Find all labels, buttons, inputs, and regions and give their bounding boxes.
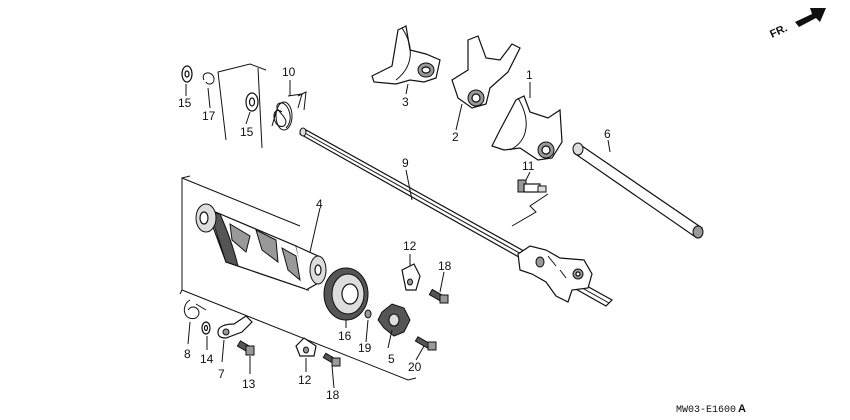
callout-9: 9: [402, 156, 409, 170]
bolt-18-upper: [428, 288, 449, 304]
guide-pin-11: [517, 179, 547, 193]
shift-drum: [195, 203, 327, 291]
front-direction-label: FR.: [768, 22, 789, 40]
diagram-code-suffix: A: [738, 403, 746, 415]
stopper-plate-lower: [295, 337, 317, 357]
stopper-spring-8: [183, 299, 207, 320]
stopper-plate-upper: [401, 263, 421, 291]
callout-8: 8: [184, 347, 191, 361]
shift-fork-2: [451, 35, 521, 109]
fork-shaft-short: [572, 142, 704, 239]
callout-1: 1: [526, 68, 533, 82]
shift-fork-1: [491, 95, 563, 161]
washer-15-upper: [181, 65, 193, 83]
callout-3: 3: [402, 95, 409, 109]
drum-center-5: [377, 303, 411, 337]
callout-2: 2: [452, 130, 459, 144]
pin-19: [364, 309, 372, 319]
bearing-16: [323, 267, 369, 321]
callout-17: 17: [202, 109, 216, 123]
bolt-13: [236, 340, 255, 356]
callout-18-lower: 18: [326, 388, 340, 402]
front-arrow-icon: [795, 8, 826, 27]
callout-12-upper: 12: [403, 239, 417, 253]
callout-10: 10: [282, 65, 296, 79]
callout-11: 11: [522, 159, 535, 173]
callout-16: 16: [338, 329, 352, 343]
shift-arm-plate: [517, 245, 593, 303]
diagram-code: MW03-E1600: [676, 405, 736, 416]
leader-lines: [185, 80, 611, 389]
bolt-20: [414, 336, 437, 351]
callout-15-upper: 15: [178, 96, 192, 110]
callout-5: 5: [388, 352, 395, 366]
callout-20: 20: [408, 360, 422, 374]
bolt-18-lower: [322, 352, 341, 367]
washer-14: [201, 321, 211, 335]
callout-18-upper: 18: [438, 259, 452, 273]
callout-13: 13: [242, 377, 256, 391]
clip-17: [202, 72, 215, 85]
callout-4: 4: [316, 197, 323, 211]
washer-15-lower: [245, 92, 259, 112]
callout-14: 14: [200, 352, 214, 366]
shift-fork-3: [371, 25, 441, 85]
stopper-arm-7: [217, 315, 253, 339]
callout-6: 6: [604, 127, 611, 141]
return-spring: [271, 91, 307, 131]
callout-7: 7: [218, 367, 225, 381]
callout-19: 19: [358, 341, 372, 355]
callout-12-lower: 12: [298, 373, 312, 387]
callout-15-lower: 15: [240, 125, 254, 139]
